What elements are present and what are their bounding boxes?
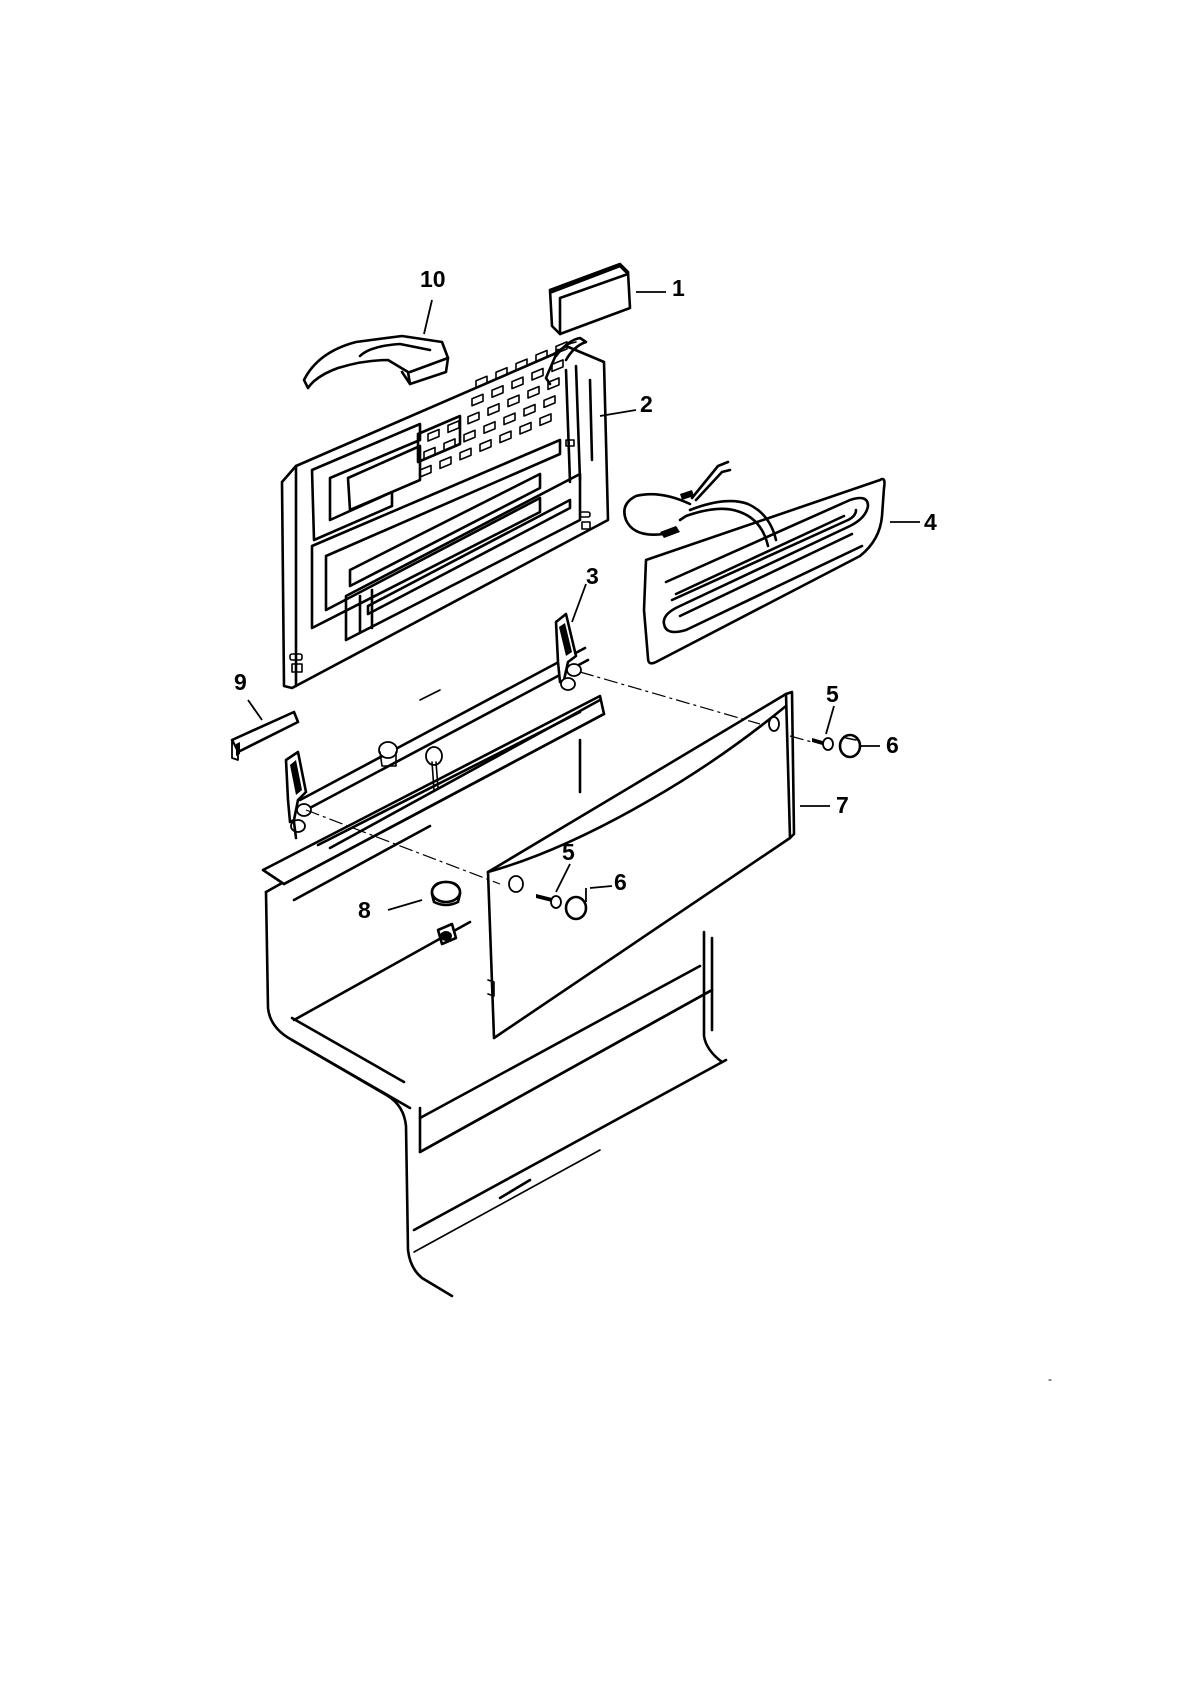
callout-8: 8: [358, 897, 371, 923]
part-4-heater: [624, 462, 884, 663]
callout-2: 2: [640, 391, 653, 417]
callout-10: 10: [420, 266, 446, 292]
callout-1: 1: [672, 275, 685, 301]
callout-4: 4: [924, 509, 937, 535]
callout-7: 7: [836, 792, 849, 818]
callout-9: 9: [234, 669, 247, 695]
stray-mark: -: [1048, 1372, 1052, 1386]
callout-6-lower: 6: [614, 869, 627, 895]
part-6-cap-lower: [566, 897, 586, 919]
part-9-strip: [232, 712, 298, 760]
part-5-screw-upper: [812, 738, 833, 750]
part-10-bracket: [304, 336, 448, 388]
callout-5-upper: 5: [826, 681, 839, 707]
part-1-cover: [550, 264, 630, 334]
part-8-knob: [432, 882, 460, 944]
callout-5-lower: 5: [562, 839, 575, 865]
part-6-cap-upper: [840, 735, 860, 757]
callout-3: 3: [586, 563, 599, 589]
callout-6-upper: 6: [886, 732, 899, 758]
